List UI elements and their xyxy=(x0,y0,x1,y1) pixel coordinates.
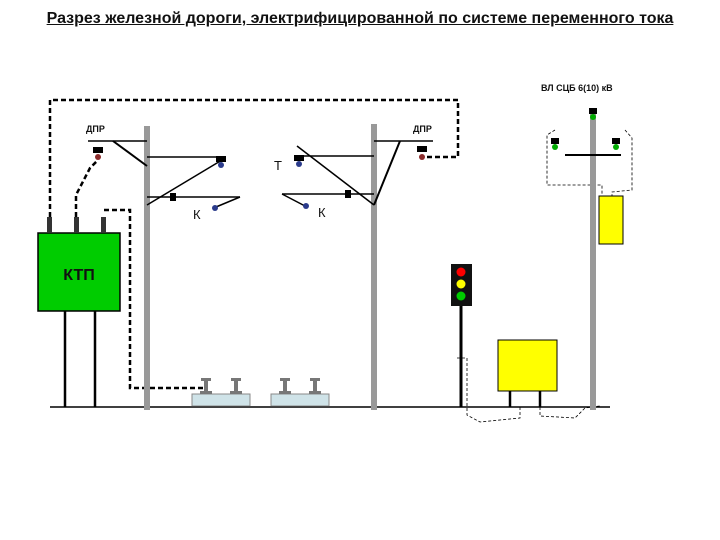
signal-cables xyxy=(457,129,633,423)
k-left-label: К xyxy=(193,207,201,222)
cantilever-dropper xyxy=(215,196,241,208)
signal-light-yellow xyxy=(456,279,466,289)
insulator xyxy=(294,155,304,161)
insulator xyxy=(93,147,103,153)
signal-light-green xyxy=(456,291,466,301)
vl-sc-label: ВЛ СЦБ 6(10) кВ xyxy=(541,83,613,93)
cantilever-dropper xyxy=(281,193,306,207)
dpr-bracket xyxy=(112,140,148,167)
dpr-left-label: ДПР xyxy=(86,124,105,134)
cable-vl-left xyxy=(546,129,603,195)
insulator xyxy=(417,146,427,152)
insulator xyxy=(589,108,597,114)
k-right-label: К xyxy=(318,205,326,220)
insulator xyxy=(612,138,620,144)
relay-cabinet-body xyxy=(497,339,558,392)
ktp-transformer: КТП xyxy=(37,217,121,407)
right-catenary-pole xyxy=(281,124,433,410)
vl-transformer xyxy=(598,195,624,245)
dpr-bracket xyxy=(373,140,401,206)
ktp-bushing xyxy=(101,217,106,233)
ktp-label: КТП xyxy=(63,267,94,284)
left-catenary-pole xyxy=(88,126,241,410)
rail xyxy=(230,378,242,394)
cable-ktp-dpr-left xyxy=(74,159,99,217)
ktp-bushing xyxy=(74,217,79,233)
insulator-bead xyxy=(95,154,101,160)
ktp-body xyxy=(37,232,121,312)
insulator-bead xyxy=(552,144,558,150)
insulator-bead xyxy=(613,144,619,150)
cantilever-diagonal xyxy=(146,159,223,206)
track-left xyxy=(191,378,251,407)
insulator-bead xyxy=(419,154,425,160)
ktp-bushing xyxy=(47,217,52,233)
insulator xyxy=(216,156,226,162)
vl-sc-pole xyxy=(551,108,624,410)
t-label: Т xyxy=(274,158,282,173)
cantilever-diagonal xyxy=(296,145,375,206)
sleeper xyxy=(191,393,251,407)
insulator-bead xyxy=(590,114,596,120)
sleeper xyxy=(270,393,330,407)
insulator xyxy=(551,138,559,144)
traffic-signal xyxy=(451,264,472,407)
insulator-bead xyxy=(218,162,224,168)
dpr-right-label: ДПР xyxy=(413,124,432,134)
dashed-cables xyxy=(48,98,460,390)
contact-wire-point xyxy=(303,203,309,209)
relay-cabinet xyxy=(497,339,558,407)
cable-ktp-rail xyxy=(104,208,204,390)
track-right xyxy=(270,378,330,407)
cable-vl-right xyxy=(611,129,633,197)
cable-box-pole xyxy=(539,405,601,419)
insulator-bead xyxy=(296,161,302,167)
rail xyxy=(279,378,291,394)
rail xyxy=(200,378,212,394)
insulator xyxy=(170,193,176,201)
rail xyxy=(309,378,321,394)
insulator xyxy=(345,190,351,198)
page-title: Разрез железной дороги, электрифицирован… xyxy=(46,10,674,27)
signal-light-red xyxy=(456,267,466,277)
cable-top-loop xyxy=(48,98,460,217)
contact-wire-point xyxy=(212,205,218,211)
